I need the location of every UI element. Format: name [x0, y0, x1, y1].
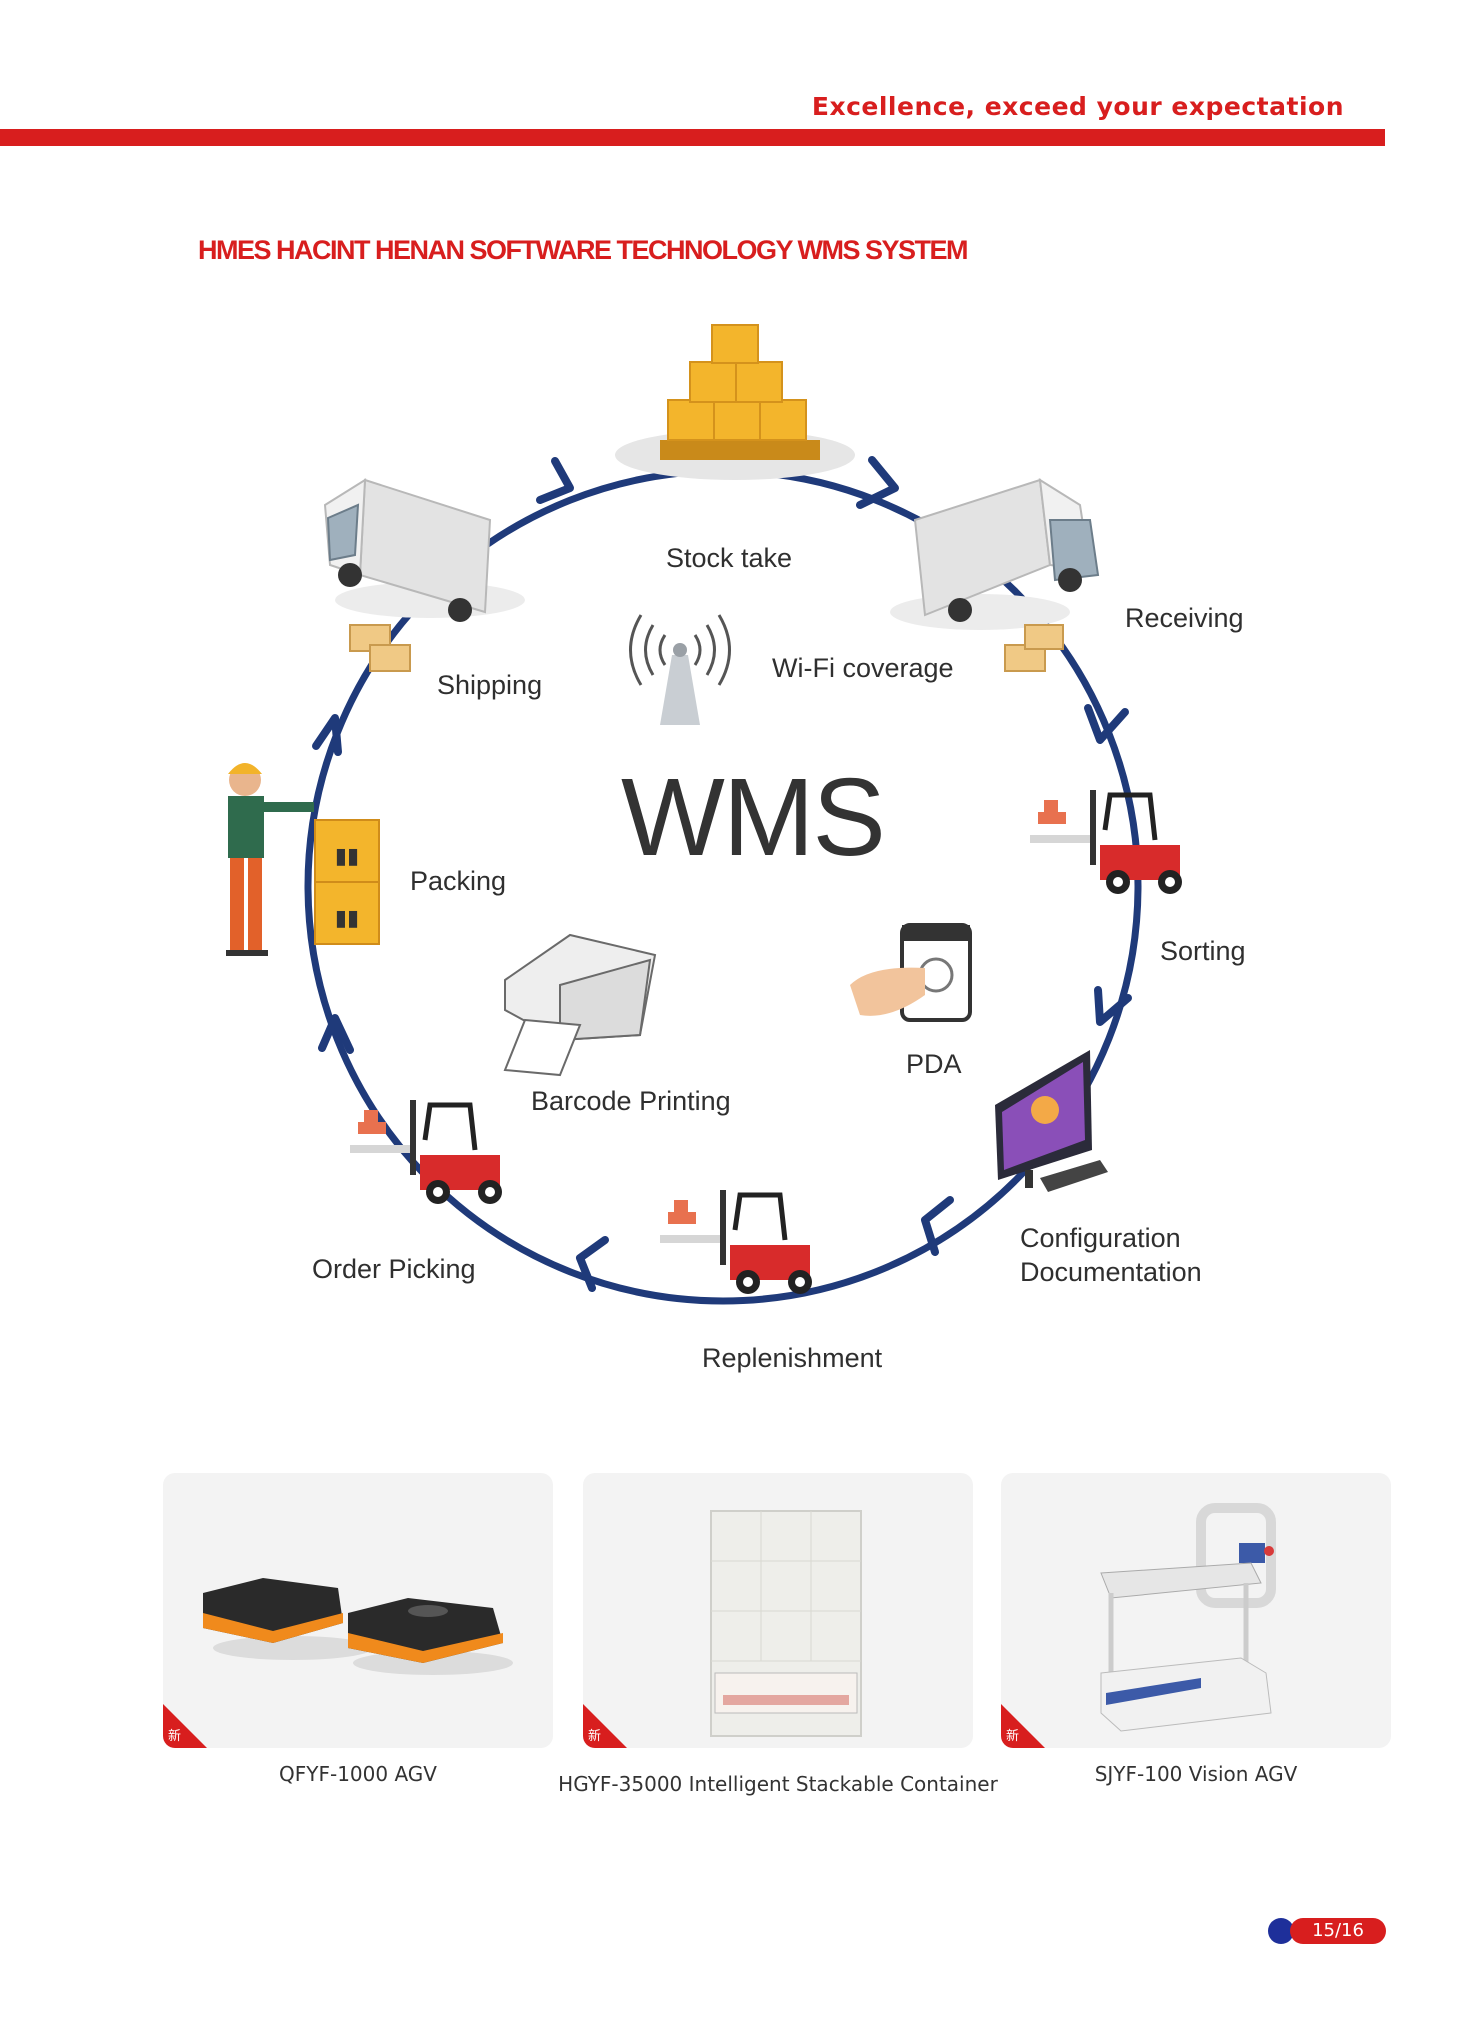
page-title: HMES HACINT HENAN SOFTWARE TECHNOLOGY WM…: [198, 235, 969, 265]
label-receiving: Receiving: [1125, 603, 1244, 633]
arrowhead: [536, 457, 574, 504]
label-packing: Packing: [410, 866, 506, 896]
vision-agv-cart-icon: [1100, 1503, 1276, 1732]
label-order-picking: Order Picking: [312, 1254, 476, 1284]
product-caption: QFYF-1000 AGV: [279, 1762, 437, 1786]
header-red-bar: [0, 129, 1385, 146]
product-card[interactable]: 新: [1001, 1473, 1391, 1748]
product-card[interactable]: 新: [163, 1473, 553, 1748]
vertical-storage-icon: [710, 1510, 862, 1737]
label-stock-take: Stock take: [666, 543, 792, 573]
arrowhead: [318, 1014, 354, 1054]
wifi-antenna-icon: [629, 614, 731, 725]
wms-cycle-diagram: ▮▮ ▮▮ Stock take Receiving Sorting Confi…: [226, 324, 1246, 1373]
delivery-truck-icon: [323, 478, 525, 622]
product-card[interactable]: 新: [583, 1473, 973, 1748]
label-shipping: Shipping: [437, 670, 542, 700]
label-wifi: Wi‐Fi coverage: [772, 653, 954, 683]
worker-boxes-icon: ▮▮ ▮▮: [226, 763, 380, 956]
svg-text:▮▮: ▮▮: [335, 905, 359, 930]
label-pda: PDA: [906, 1049, 962, 1079]
label-configuration: Configuration: [1020, 1223, 1181, 1253]
svg-text:▮▮: ▮▮: [335, 843, 359, 868]
product-caption: SJYF-100 Vision AGV: [1094, 1762, 1298, 1786]
arrowhead: [921, 1196, 954, 1256]
arrowhead: [576, 1236, 609, 1292]
arrowhead: [856, 456, 899, 509]
pda-touch-icon: [850, 923, 972, 1022]
label-replenishment: Replenishment: [702, 1343, 883, 1373]
label-documentation: Documentation: [1020, 1257, 1202, 1287]
tagline: Excellence, exceed your expectation: [811, 92, 1344, 121]
wms-center-label: WMS: [621, 756, 884, 879]
forklift-icon: [1030, 790, 1182, 894]
page-number: 15/16: [1290, 1918, 1386, 1944]
printer-icon: [503, 933, 657, 1077]
boxes-icon: [349, 624, 411, 672]
boxes-icon: [1004, 624, 1064, 672]
product-caption: HGYF-35000 Intelligent Stackable Contain…: [558, 1772, 998, 1796]
agv-robot-icon: [203, 1578, 513, 1675]
forklift-icon: [350, 1100, 502, 1204]
arrowhead: [1094, 986, 1132, 1026]
forklift-icon: [660, 1190, 812, 1294]
label-barcode: Barcode Printing: [531, 1086, 731, 1116]
pallet-boxes-icon: [615, 324, 855, 480]
monitor-keyboard-icon: [995, 1050, 1108, 1192]
delivery-truck-icon: [890, 478, 1100, 630]
label-sorting: Sorting: [1160, 936, 1246, 966]
page-dot-icon: [1268, 1918, 1294, 1944]
arrowhead: [312, 714, 342, 756]
arrowhead: [1084, 704, 1129, 744]
